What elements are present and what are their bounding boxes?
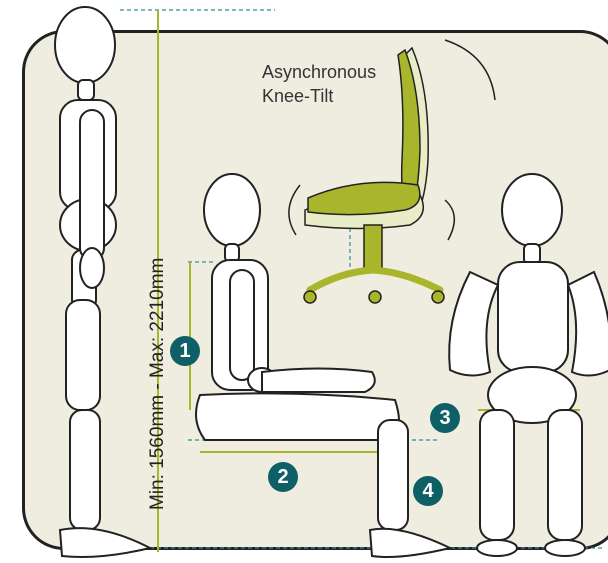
caption-line-1: Asynchronous	[262, 60, 376, 84]
marker-2-badge: 2	[268, 462, 298, 492]
caption-line-2: Knee-Tilt	[262, 84, 376, 108]
marker-3-badge: 3	[430, 403, 460, 433]
standing-figure	[55, 7, 150, 557]
sitting-figure	[196, 174, 450, 557]
marker-1-badge: 1	[170, 336, 200, 366]
knee-tilt-caption: Asynchronous Knee-Tilt	[262, 60, 376, 108]
front-figure	[449, 174, 608, 556]
height-range-label: Min: 1560mm - Max: 2210mm	[147, 180, 169, 510]
marker-4-badge: 4	[413, 476, 443, 506]
